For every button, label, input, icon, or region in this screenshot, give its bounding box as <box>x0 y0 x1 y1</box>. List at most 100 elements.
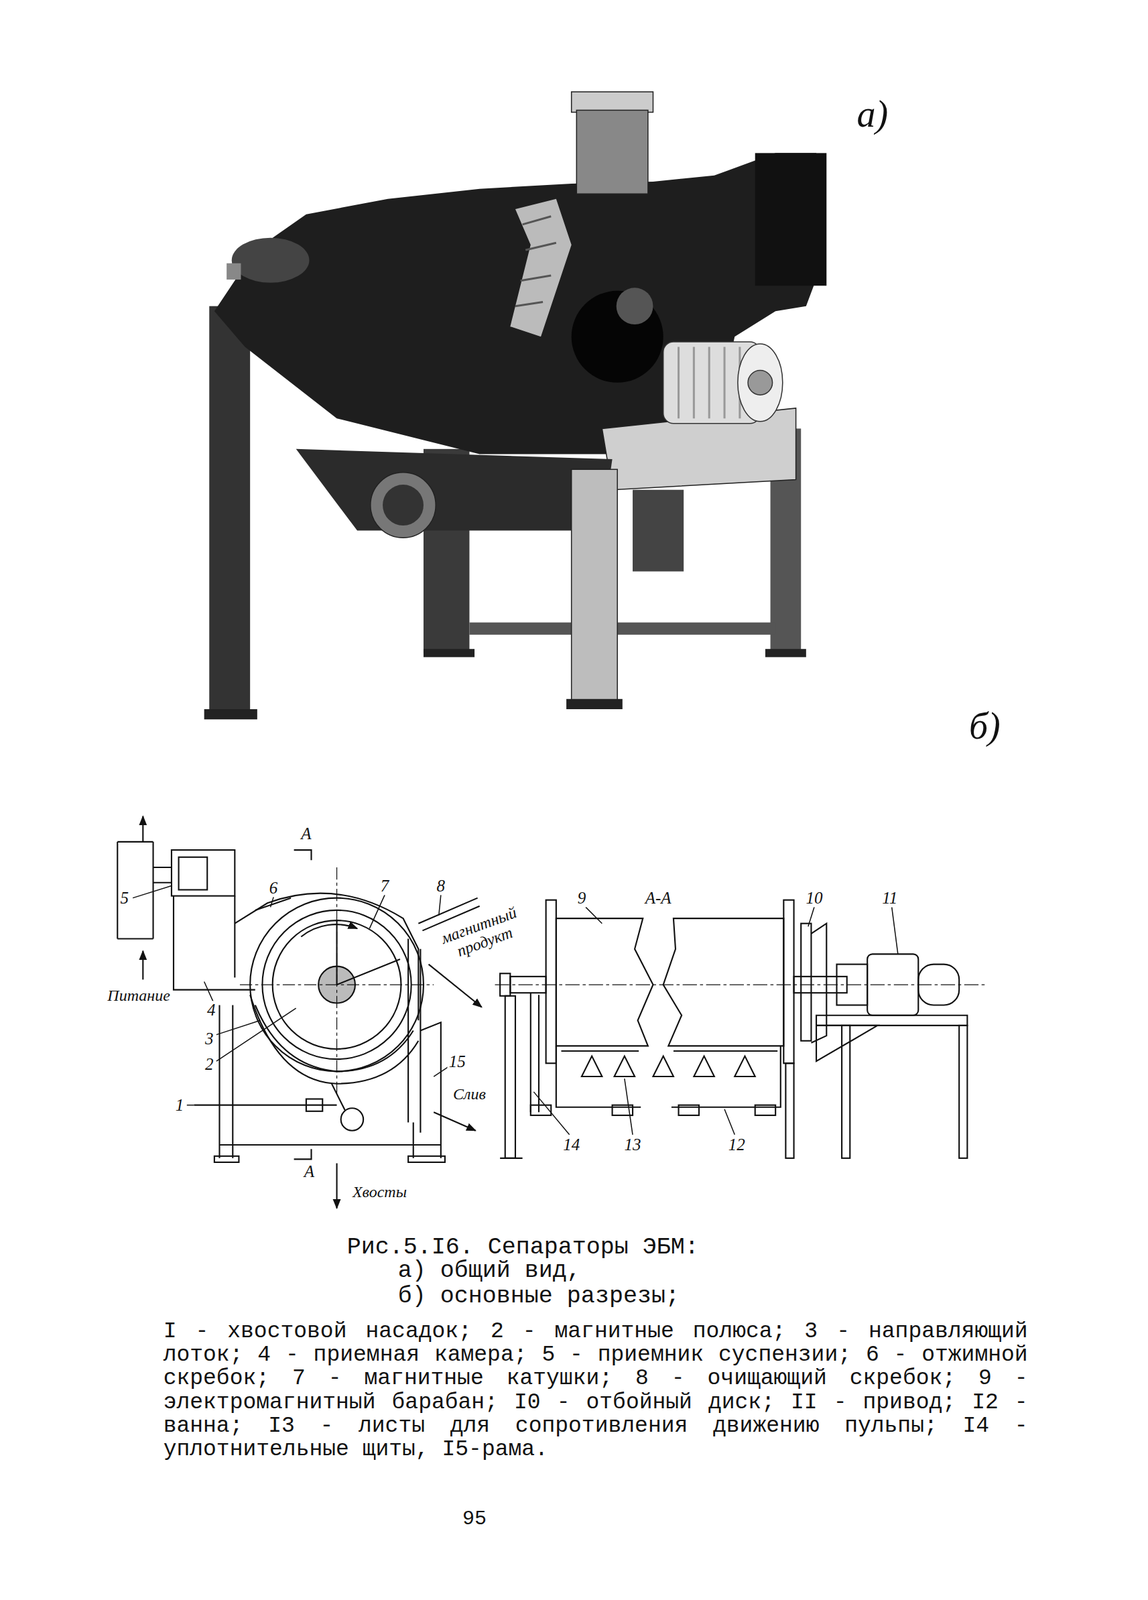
leader-line <box>724 1109 735 1135</box>
cross-section-drawing <box>117 816 482 1209</box>
leader-line <box>369 894 385 929</box>
cross-section-drawing <box>255 1004 414 1071</box>
leader-line <box>891 906 899 954</box>
section-a-a-drawing <box>841 1025 850 1159</box>
section-a-a-drawing <box>546 900 557 1064</box>
page-number: 95 <box>462 1507 487 1530</box>
cross-section-drawing <box>335 1162 338 1208</box>
machine-photo <box>214 152 822 454</box>
callout-number: 8 <box>435 876 448 896</box>
callout-number: 7 <box>379 876 391 896</box>
machine-photo <box>616 287 654 325</box>
figure-caption: Рис.5.I6. Сепараторы ЭБМ: <box>347 1233 699 1260</box>
cross-section-drawing <box>214 1156 240 1163</box>
leader-line <box>216 1007 297 1061</box>
leader-line <box>438 894 441 915</box>
machine-photo <box>747 370 773 396</box>
callout-number: 6 <box>268 878 280 898</box>
cross-section-drawing <box>341 1107 364 1130</box>
cross-section-drawing <box>433 1111 476 1130</box>
cross-section-drawing <box>117 937 153 939</box>
leader-line <box>808 906 815 927</box>
machine-photo <box>678 347 740 419</box>
cross-section-drawing <box>116 841 118 939</box>
machine-photo <box>765 648 807 657</box>
section-a-a-drawing <box>867 953 919 1015</box>
callout-number: 12 <box>727 1135 747 1155</box>
callout-number: 5 <box>119 888 131 908</box>
section-mark: А <box>302 1162 316 1181</box>
cross-section-drawing <box>294 1148 312 1159</box>
section-a-a-drawing <box>678 1105 699 1116</box>
cross-section-drawing <box>408 938 421 1133</box>
callout-number: 3 <box>203 1029 216 1049</box>
section-a-a-drawing <box>836 964 868 1006</box>
cross-section-drawing <box>153 867 172 883</box>
caption-line: а) общий вид, <box>398 1257 582 1284</box>
callout-number: 4 <box>205 1001 218 1020</box>
section-a-a-drawing <box>918 964 960 1006</box>
section-a-a-drawing <box>614 1056 635 1077</box>
leader-line <box>216 1019 261 1035</box>
callout-number: 2 <box>203 1054 216 1074</box>
section-a-a-drawing <box>652 1056 673 1077</box>
section-a-a-drawing <box>530 992 539 1112</box>
flow-label: магнитный продукт <box>436 903 527 965</box>
cross-section-drawing <box>234 893 419 1021</box>
cross-section-drawing <box>219 1004 233 1158</box>
cross-section-drawing <box>219 1143 441 1146</box>
section-a-a-drawing <box>499 1157 523 1159</box>
cross-section-drawing <box>239 983 434 985</box>
machine-photo <box>382 484 424 526</box>
machine-photo <box>571 91 654 112</box>
section-a-a-drawing <box>794 976 848 993</box>
leader-line <box>204 981 214 1002</box>
machine-photo <box>755 152 827 286</box>
cross-section-drawing <box>171 849 235 897</box>
callout-number: 11 <box>880 888 899 908</box>
section-a-a-drawing <box>785 1062 794 1159</box>
section-a-a-drawing <box>509 976 546 993</box>
section-a-a-drawing <box>495 983 986 985</box>
cross-section-drawing <box>331 1083 346 1111</box>
leader-line <box>132 885 899 1134</box>
cross-section-drawing <box>142 950 144 980</box>
cross-section-drawing <box>420 1022 441 1143</box>
cross-section-drawing <box>336 867 338 1098</box>
machine-photo <box>423 648 475 657</box>
figure-letter: а) <box>855 93 890 136</box>
machine-photo <box>632 489 684 572</box>
leader-line <box>433 1066 450 1077</box>
machine-photo <box>737 343 783 422</box>
cross-section-drawing <box>173 896 256 990</box>
callout-number: 15 <box>447 1052 468 1071</box>
section-a-a-drawing <box>495 900 986 1159</box>
machine-photo <box>469 622 776 635</box>
machine-photo <box>515 216 557 307</box>
cross-section-drawing <box>300 924 358 937</box>
leader-line <box>585 906 602 923</box>
machine-photo <box>370 472 436 538</box>
machine-photo <box>296 449 613 531</box>
section-a-a-drawing <box>663 918 785 1046</box>
section-a-a-drawing <box>556 1045 641 1107</box>
leader-line <box>132 885 172 898</box>
section-a-a-drawing <box>816 1025 878 1061</box>
cross-section-drawing <box>233 896 236 978</box>
cross-section-drawing <box>152 841 154 939</box>
leader-line <box>624 1078 633 1135</box>
callout-number: 10 <box>804 888 825 908</box>
machine-photo <box>509 199 571 338</box>
cross-section-drawing <box>306 1099 323 1112</box>
cross-section-drawing <box>193 1104 337 1106</box>
figure-letter: б) <box>967 705 1002 748</box>
machine-photo <box>571 469 618 704</box>
machine-photo <box>204 91 827 720</box>
cross-section-drawing <box>249 994 419 1083</box>
section-a-a-drawing <box>800 923 811 1041</box>
section-a-a-drawing <box>499 973 510 996</box>
callout-number: 14 <box>561 1135 582 1155</box>
cross-section-drawing <box>428 964 482 1008</box>
section-a-a-drawing <box>530 1105 551 1116</box>
section-title: А-А <box>644 888 673 908</box>
